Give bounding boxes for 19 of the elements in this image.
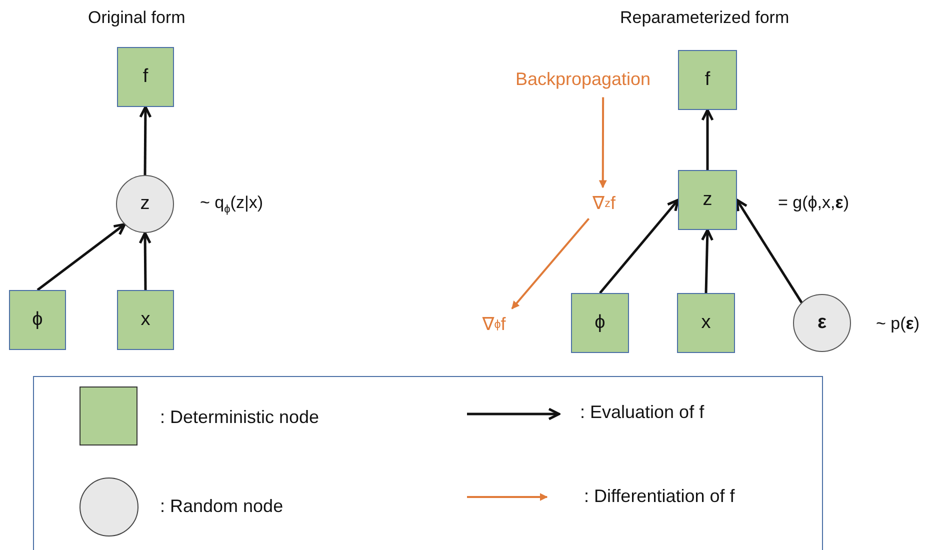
deterministic-node: ϕ <box>9 290 66 350</box>
legend-label: : Random node <box>160 496 284 517</box>
random-node: z <box>116 175 174 233</box>
deterministic-node: x <box>677 293 735 353</box>
formula-label: = g(ϕ,x,ε) <box>778 193 849 213</box>
deterministic-node: f <box>117 47 174 107</box>
deterministic-node: x <box>117 290 174 350</box>
legend-label: : Deterministic node <box>160 407 320 428</box>
annotation-text: Backpropagation <box>504 66 662 92</box>
deterministic-node: z <box>678 170 737 230</box>
deterministic-node: ϕ <box>571 293 629 353</box>
legend-label: : Evaluation of f <box>580 402 704 423</box>
formula-label: ~ p(ε) <box>876 314 920 334</box>
legend-label: : Differentiation of f <box>584 486 735 507</box>
heading: Reparameterized form <box>620 8 790 28</box>
heading: Original form <box>88 8 186 28</box>
formula-label: ~ q$_{ϕ}$(z|x) <box>200 193 264 216</box>
deterministic-node: f <box>678 50 737 110</box>
random-node: ε <box>793 294 851 352</box>
